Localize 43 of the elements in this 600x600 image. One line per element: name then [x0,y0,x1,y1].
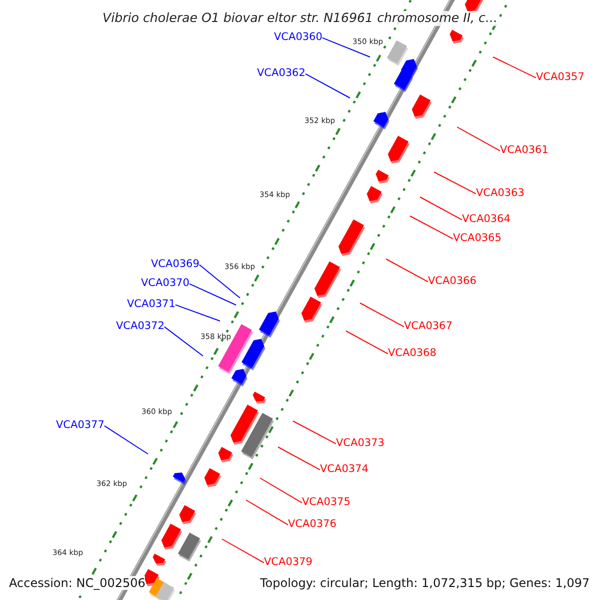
leader-line [346,330,388,354]
accession-text: Accession: NC_002506 [9,576,146,590]
gene-label: VCA0379 [264,556,312,567]
gene-label: VCA0365 [453,232,502,243]
gene-label: VCA0360 [274,32,322,42]
gene-label: VCA0368 [388,348,436,358]
map-title: Vibrio cholerae O1 biovar eltor str. N16961 chromosome II, c... [100,11,500,26]
gene-label: VCA0369 [151,258,200,269]
gene-label: VCA0374 [320,464,368,474]
gene-label: VCA0375 [302,496,350,507]
leader-line [434,172,476,194]
gene-label: VCA0364 [462,214,510,224]
gene-label: VCA0371 [127,298,176,309]
leader-line [322,37,370,58]
leader-line [246,500,288,526]
leader-line [304,73,350,98]
leader-line [386,258,428,282]
gene-label: VCA0367 [404,320,452,331]
gene-label: VCA0372 [116,320,164,331]
gene-label: VCA0357 [536,72,584,82]
gene-label: VCA0363 [476,188,524,198]
leader-line [260,478,302,504]
leader-line [164,326,204,356]
gene-label: VCA0376 [288,518,336,529]
leader-line [222,538,264,564]
gene-label: VCA0362 [257,68,306,78]
leader-line [456,126,500,152]
leader-line [278,446,320,470]
leader-line [410,216,454,240]
leader-line [292,420,336,444]
leader-line [360,302,404,328]
gene-label: VCA0361 [500,144,548,155]
leader-line [492,56,536,78]
leader-line [188,283,236,306]
leader-line [104,425,148,454]
leader-line [420,196,462,220]
gene-label: VCA0366 [428,276,476,286]
leader-line [198,264,240,298]
gene-label: VCA0370 [141,278,190,288]
topology-text: Topology: circular; Length: 1,072,315 bp; Genes: 1,097 [260,576,590,590]
leader-line [174,304,220,322]
gene-label: VCA0377 [56,420,104,430]
gene-label: VCA0373 [336,438,384,448]
